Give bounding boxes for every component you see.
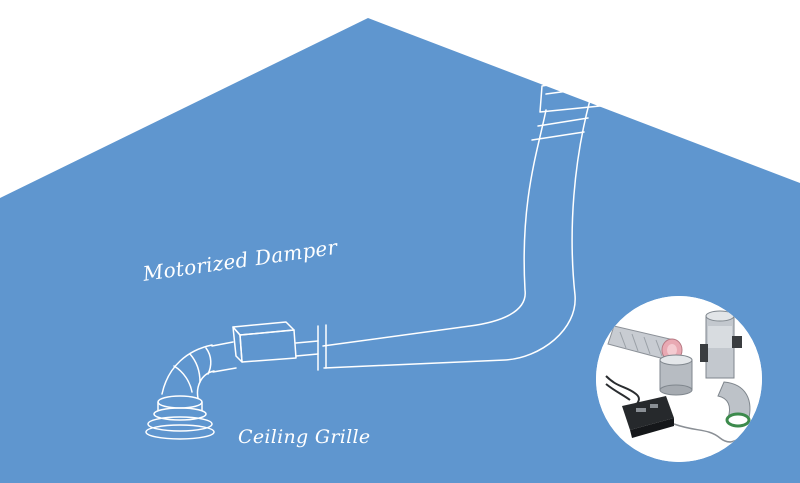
metal-damper-icon (700, 310, 742, 379)
metal-collar-icon (659, 354, 693, 396)
product-kit-photo (596, 296, 762, 462)
control-box-icon (622, 396, 674, 438)
ceiling-grille-icon (145, 395, 215, 440)
ceiling-grille-label: Ceiling Grille (238, 426, 371, 448)
green-elbow-icon (717, 381, 751, 428)
motorized-damper-icon (211, 321, 319, 373)
roof-vent-icon (532, 19, 647, 113)
kit-components-icon (596, 296, 762, 462)
flex-duct-icon (317, 99, 591, 371)
duct-elbow-icon (161, 344, 215, 399)
